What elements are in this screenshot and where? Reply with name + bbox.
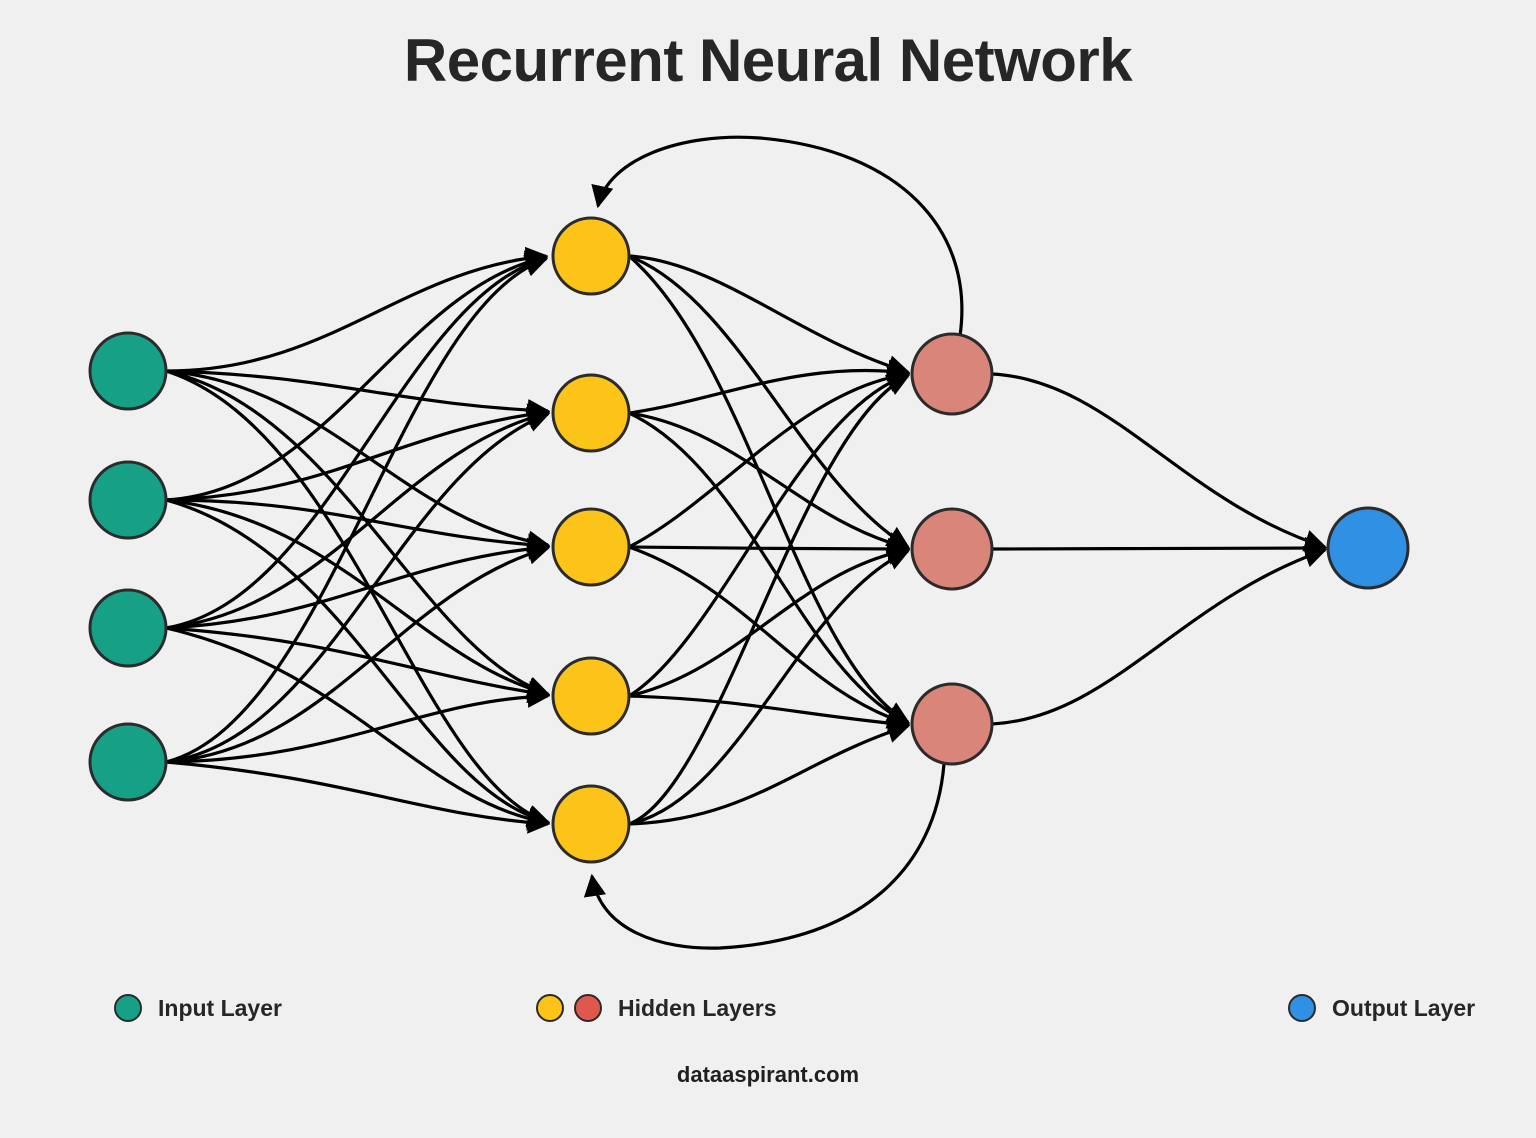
legend-label-input: Input Layer bbox=[158, 994, 282, 1021]
page-title: Recurrent Neural Network bbox=[403, 27, 1133, 94]
legend-swatch-output-icon bbox=[1288, 994, 1316, 1022]
hidden-salmon-node-3[interactable] bbox=[910, 682, 994, 766]
source-watermark: dataaspirant.com bbox=[676, 1062, 860, 1087]
hidden-yellow-node-3[interactable] bbox=[551, 507, 631, 587]
legend-item-hidden-layers: Hidden Layers bbox=[536, 988, 777, 1028]
hidden-yellow-node-1[interactable] bbox=[551, 216, 631, 296]
hidden-layer-2-nodes bbox=[910, 332, 994, 766]
hidden-layer-1-nodes bbox=[551, 216, 631, 864]
hidden-yellow-node-2[interactable] bbox=[551, 373, 631, 453]
output-node-1[interactable] bbox=[1326, 506, 1410, 590]
input-node-3[interactable] bbox=[88, 588, 168, 668]
hidden-salmon-node-2[interactable] bbox=[910, 507, 994, 591]
edges-hidden2-to-output bbox=[991, 372, 1328, 726]
legend-swatch-hidden-red-icon bbox=[574, 994, 602, 1022]
hidden-yellow-node-5[interactable] bbox=[551, 784, 631, 864]
legend-item-input-layer: Input Layer bbox=[114, 988, 282, 1028]
edges-hidden1-to-hidden2 bbox=[627, 254, 911, 826]
hidden-yellow-node-4[interactable] bbox=[551, 656, 631, 736]
recurrent-edges bbox=[583, 135, 964, 950]
output-layer-nodes bbox=[1326, 506, 1410, 590]
hidden-salmon-node-1[interactable] bbox=[910, 332, 994, 416]
legend-swatch-input-icon bbox=[114, 994, 142, 1022]
input-node-1[interactable] bbox=[88, 331, 168, 411]
legend-swatch-hidden-yellow-icon bbox=[536, 994, 564, 1022]
legend-item-output-layer: Output Layer bbox=[1288, 988, 1475, 1028]
recurrent-edge-bottom bbox=[583, 763, 946, 950]
input-node-2[interactable] bbox=[88, 460, 168, 540]
input-layer-nodes bbox=[88, 331, 168, 802]
recurrent-edge-top bbox=[591, 135, 964, 337]
edges-input-to-hidden1 bbox=[165, 246, 551, 834]
input-node-4[interactable] bbox=[88, 722, 168, 802]
legend-label-output: Output Layer bbox=[1332, 994, 1476, 1021]
legend-label-hidden: Hidden Layers bbox=[618, 994, 777, 1021]
